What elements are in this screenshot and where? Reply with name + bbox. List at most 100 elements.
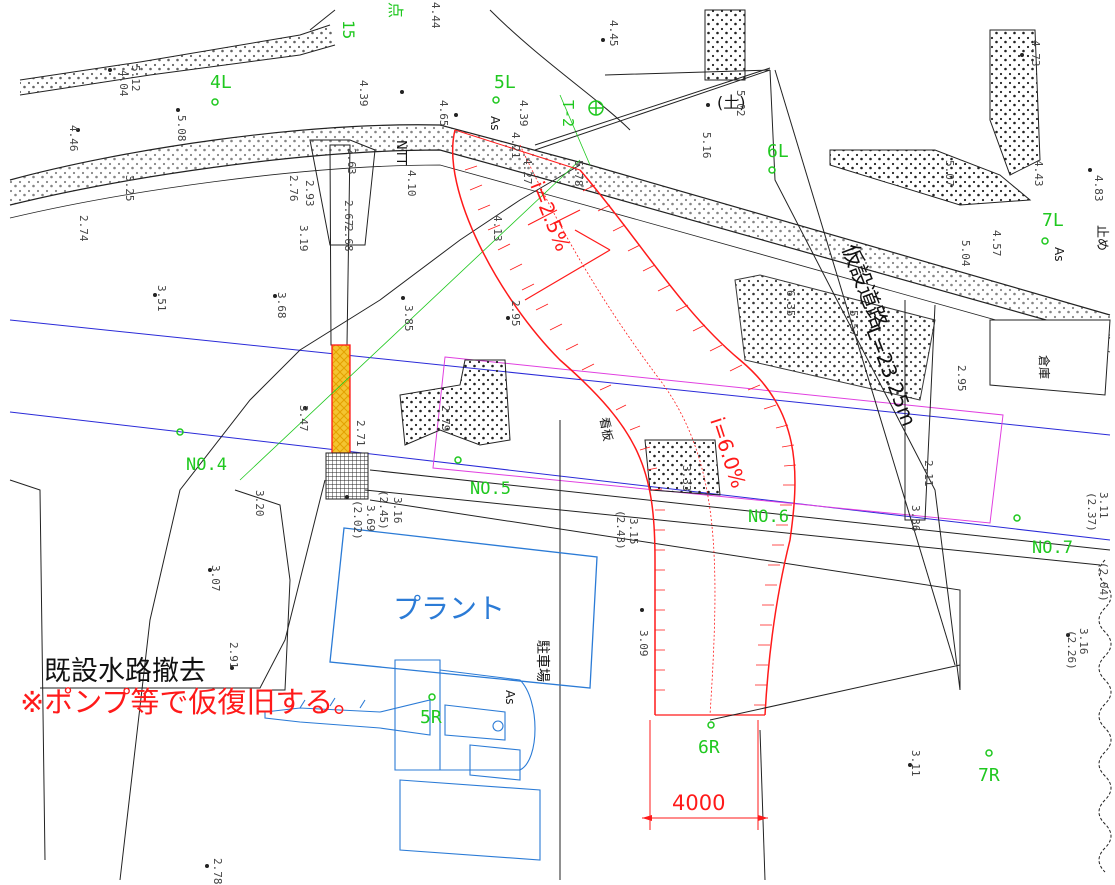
- warehouse-label: 倉庫: [1037, 355, 1052, 379]
- temporary-road: [451, 129, 797, 830]
- elevation-label: 2.76: [287, 175, 300, 202]
- elevation-label: 4.39: [517, 100, 530, 127]
- elevation-label: 5.16: [700, 132, 713, 159]
- leader-line-channel: [40, 479, 326, 689]
- elevation-label: 3.51: [155, 285, 168, 312]
- station-label: NO.4: [186, 455, 227, 475]
- shoreline: [1098, 559, 1112, 873]
- elevation-label: 5.07: [943, 160, 956, 187]
- excavator-icon: [264, 659, 541, 861]
- elevation-label: 2.78: [211, 858, 224, 885]
- elevation-label: 3.47: [297, 405, 310, 432]
- elevation-label: 3.11: [909, 750, 922, 777]
- paved-blocks: [399, 9, 1111, 496]
- elevation-label: 5.04: [959, 240, 972, 267]
- elevation-label: 4.65: [437, 100, 450, 127]
- elevation-label: 4.44: [429, 2, 442, 29]
- elevation-label: 5.02: [734, 90, 747, 117]
- plant-outline: [329, 527, 598, 689]
- elevation-label: 4.46: [67, 125, 80, 152]
- elevation-label: 3.85: [402, 305, 415, 332]
- road-length-dimension: [534, 67, 961, 721]
- elevation-label: 3.16: [391, 497, 404, 524]
- elevation-label: 3.36: [909, 505, 922, 532]
- as-label-3: As: [488, 116, 502, 130]
- elevation-label: 6.35: [784, 290, 797, 317]
- point-label: 5R: [420, 707, 442, 728]
- elevation-label: 2.95: [955, 365, 968, 392]
- elevation-label: 5.08: [175, 115, 188, 142]
- boundary-thin-lines: [9, 9, 1111, 881]
- elevation-label: 4.57: [990, 230, 1003, 257]
- elevation-label: (2.04): [1097, 562, 1110, 602]
- elevation-label: 4.27: [521, 158, 534, 185]
- elevation-label: 4.73: [1029, 40, 1042, 67]
- elevation-label: 2.68: [342, 225, 355, 252]
- elevation-label: (2.43): [614, 510, 627, 550]
- elevation-label: (2.26): [1065, 630, 1078, 670]
- elevation-label: (2.02): [351, 500, 364, 540]
- point-label: 7L: [1042, 210, 1064, 231]
- elevation-label: 4.21: [509, 132, 522, 159]
- soil-label: (土): [717, 93, 746, 112]
- as-label-1: As: [503, 690, 517, 704]
- as-label-2: As: [1052, 247, 1066, 261]
- existing-road: [9, 124, 1111, 353]
- guide-lines: [239, 94, 591, 481]
- elevation-label: 4.45: [607, 20, 620, 47]
- elevation-label: 4.04: [117, 70, 130, 97]
- station-label: NO.5: [470, 479, 511, 499]
- elevation-label: 2.79: [439, 405, 452, 432]
- elevation-label: 4.10: [405, 170, 418, 197]
- existing-channel: [309, 139, 376, 500]
- station-label: NO.6: [748, 507, 789, 527]
- elevation-label: 5.78: [572, 160, 585, 187]
- point-label: 6L: [767, 141, 789, 162]
- point-label: T-2: [559, 100, 577, 127]
- elevation-label: 5.57: [847, 310, 860, 337]
- top-fragment-point: 点: [386, 2, 405, 18]
- elevation-label: 4.39: [357, 80, 370, 107]
- elevation-label: 2.11: [922, 460, 935, 487]
- pump-note: ※ポンプ等で仮復旧する。: [20, 685, 362, 719]
- survey-dots: [76, 38, 1092, 868]
- width-dimension-label: 4000: [672, 791, 725, 815]
- elevation-label: 2.63: [345, 148, 358, 175]
- station-markers: [176, 96, 1049, 757]
- elevation-label: 3.16: [1077, 628, 1090, 655]
- right-edge-fragment: 止め: [1094, 225, 1109, 251]
- point-label: 5L: [494, 72, 516, 93]
- signboard-label: 看板: [597, 416, 615, 442]
- point-label: 7R: [978, 765, 1000, 786]
- plant-label: プラント: [393, 592, 505, 625]
- channel-removal-label: 既設水路撤去: [44, 656, 206, 687]
- parking-label: 駐車場: [534, 640, 551, 682]
- elevation-label: 3.33: [680, 465, 693, 492]
- elevation-label: 3.20: [253, 490, 266, 517]
- elevation-label: (2.45): [377, 490, 390, 530]
- ntt-label: NTT: [393, 140, 408, 165]
- elevation-label: 2.71: [354, 420, 367, 447]
- elevation-label: 2.74: [77, 215, 90, 242]
- elevation-label: 3.15: [627, 518, 640, 545]
- point-label: 4L: [210, 72, 232, 93]
- elevation-label: 3.07: [209, 565, 222, 592]
- elevation-label: 5.12: [129, 65, 142, 92]
- top-fragment-15: 15: [339, 20, 358, 39]
- elevation-labels: 4.04 5.12 4.46 5.08 4.39 4.65 4.39 4.45 …: [67, 2, 1110, 885]
- elevation-label: 3.19: [297, 225, 310, 252]
- elevation-label: 2.95: [509, 300, 522, 327]
- elevation-label: 2.91: [227, 642, 240, 669]
- elevation-label: 3.11: [1097, 492, 1110, 519]
- elevation-label: 3.25: [123, 175, 136, 202]
- point-label: 6R: [698, 737, 720, 758]
- elevation-label: 2.93: [303, 180, 316, 207]
- elevation-label: 3.69: [364, 505, 377, 532]
- elevation-label: (2.37): [1085, 492, 1098, 532]
- elevation-label: 4.43: [1032, 160, 1045, 187]
- elevation-label: 3.09: [637, 630, 650, 657]
- elevation-label: 3.68: [275, 292, 288, 319]
- elevation-label: 4.13: [491, 215, 504, 242]
- elevation-label: 4.83: [1092, 175, 1105, 202]
